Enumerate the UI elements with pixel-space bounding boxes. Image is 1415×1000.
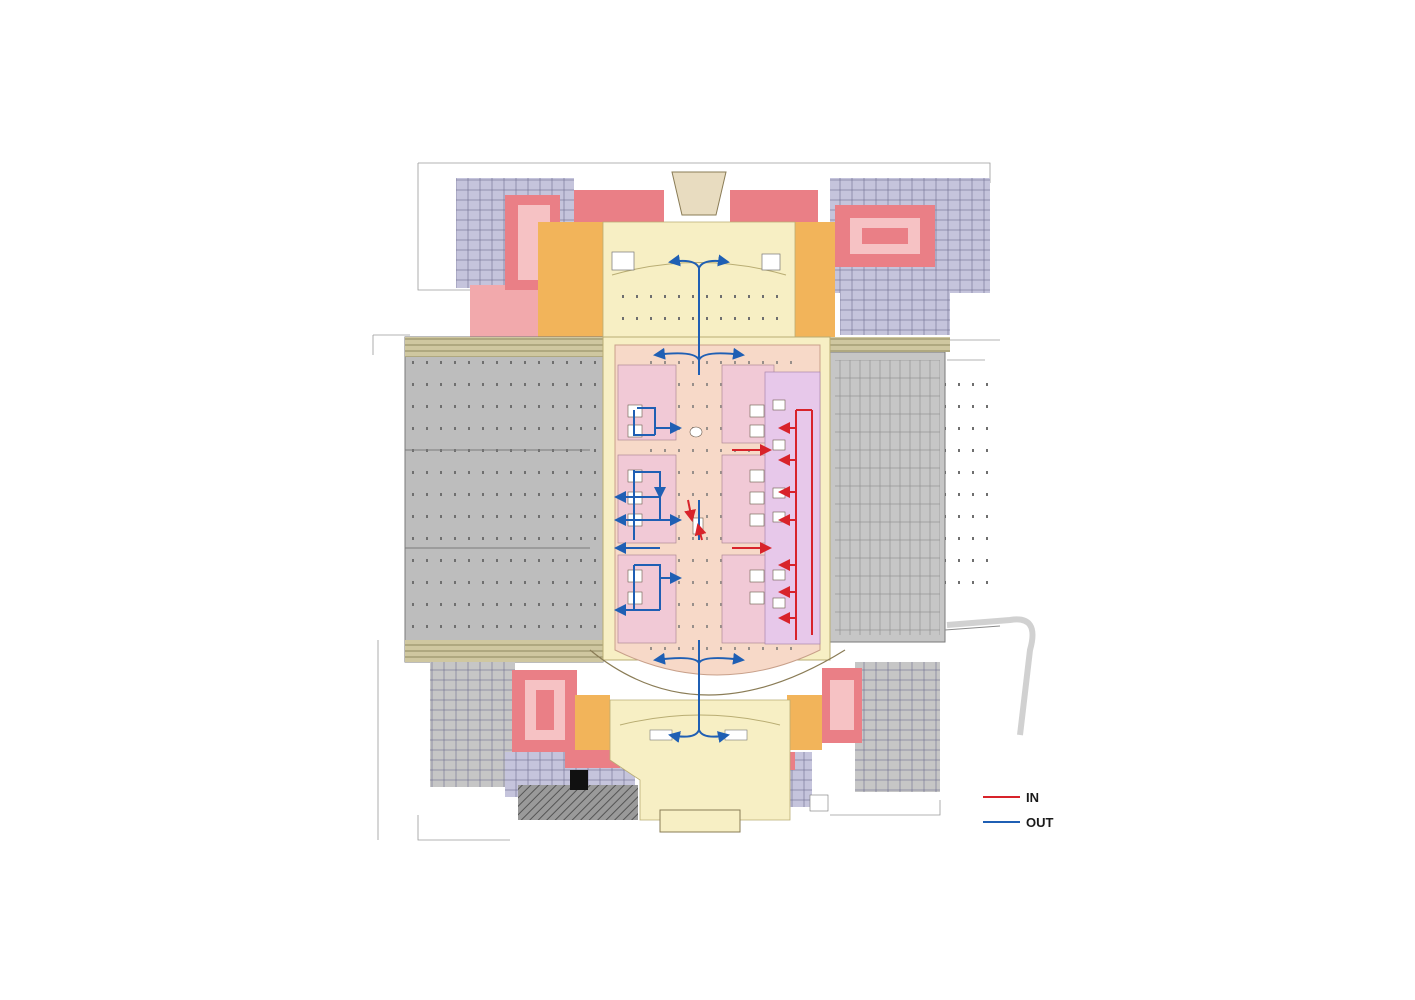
site-boundary [372, 162, 1000, 841]
south-entrance [659, 809, 741, 833]
east-parking [829, 337, 1036, 736]
retail-block-n2 [730, 190, 818, 222]
gate-block-w2 [617, 454, 677, 544]
retail-block-nw [470, 285, 540, 337]
gate-block-w3 [617, 554, 677, 644]
central-concourse [589, 336, 846, 696]
legend-out-label: OUT [1026, 815, 1054, 830]
in-flow-paths [684, 409, 813, 640]
service-block-sw [575, 695, 610, 750]
service-block-nw [538, 222, 603, 337]
legend: IN OUT [983, 790, 1054, 830]
west-platform-hall [404, 336, 604, 663]
retail-block-n1 [574, 190, 664, 222]
north-entrance [671, 171, 727, 216]
service-block-se [787, 695, 822, 750]
legend-in-label: IN [1026, 790, 1039, 805]
out-flow-paths [614, 254, 745, 743]
hatched-block-s [518, 785, 638, 820]
north-wing [456, 171, 990, 338]
south-wing [430, 662, 940, 833]
service-block-ne [795, 222, 835, 337]
